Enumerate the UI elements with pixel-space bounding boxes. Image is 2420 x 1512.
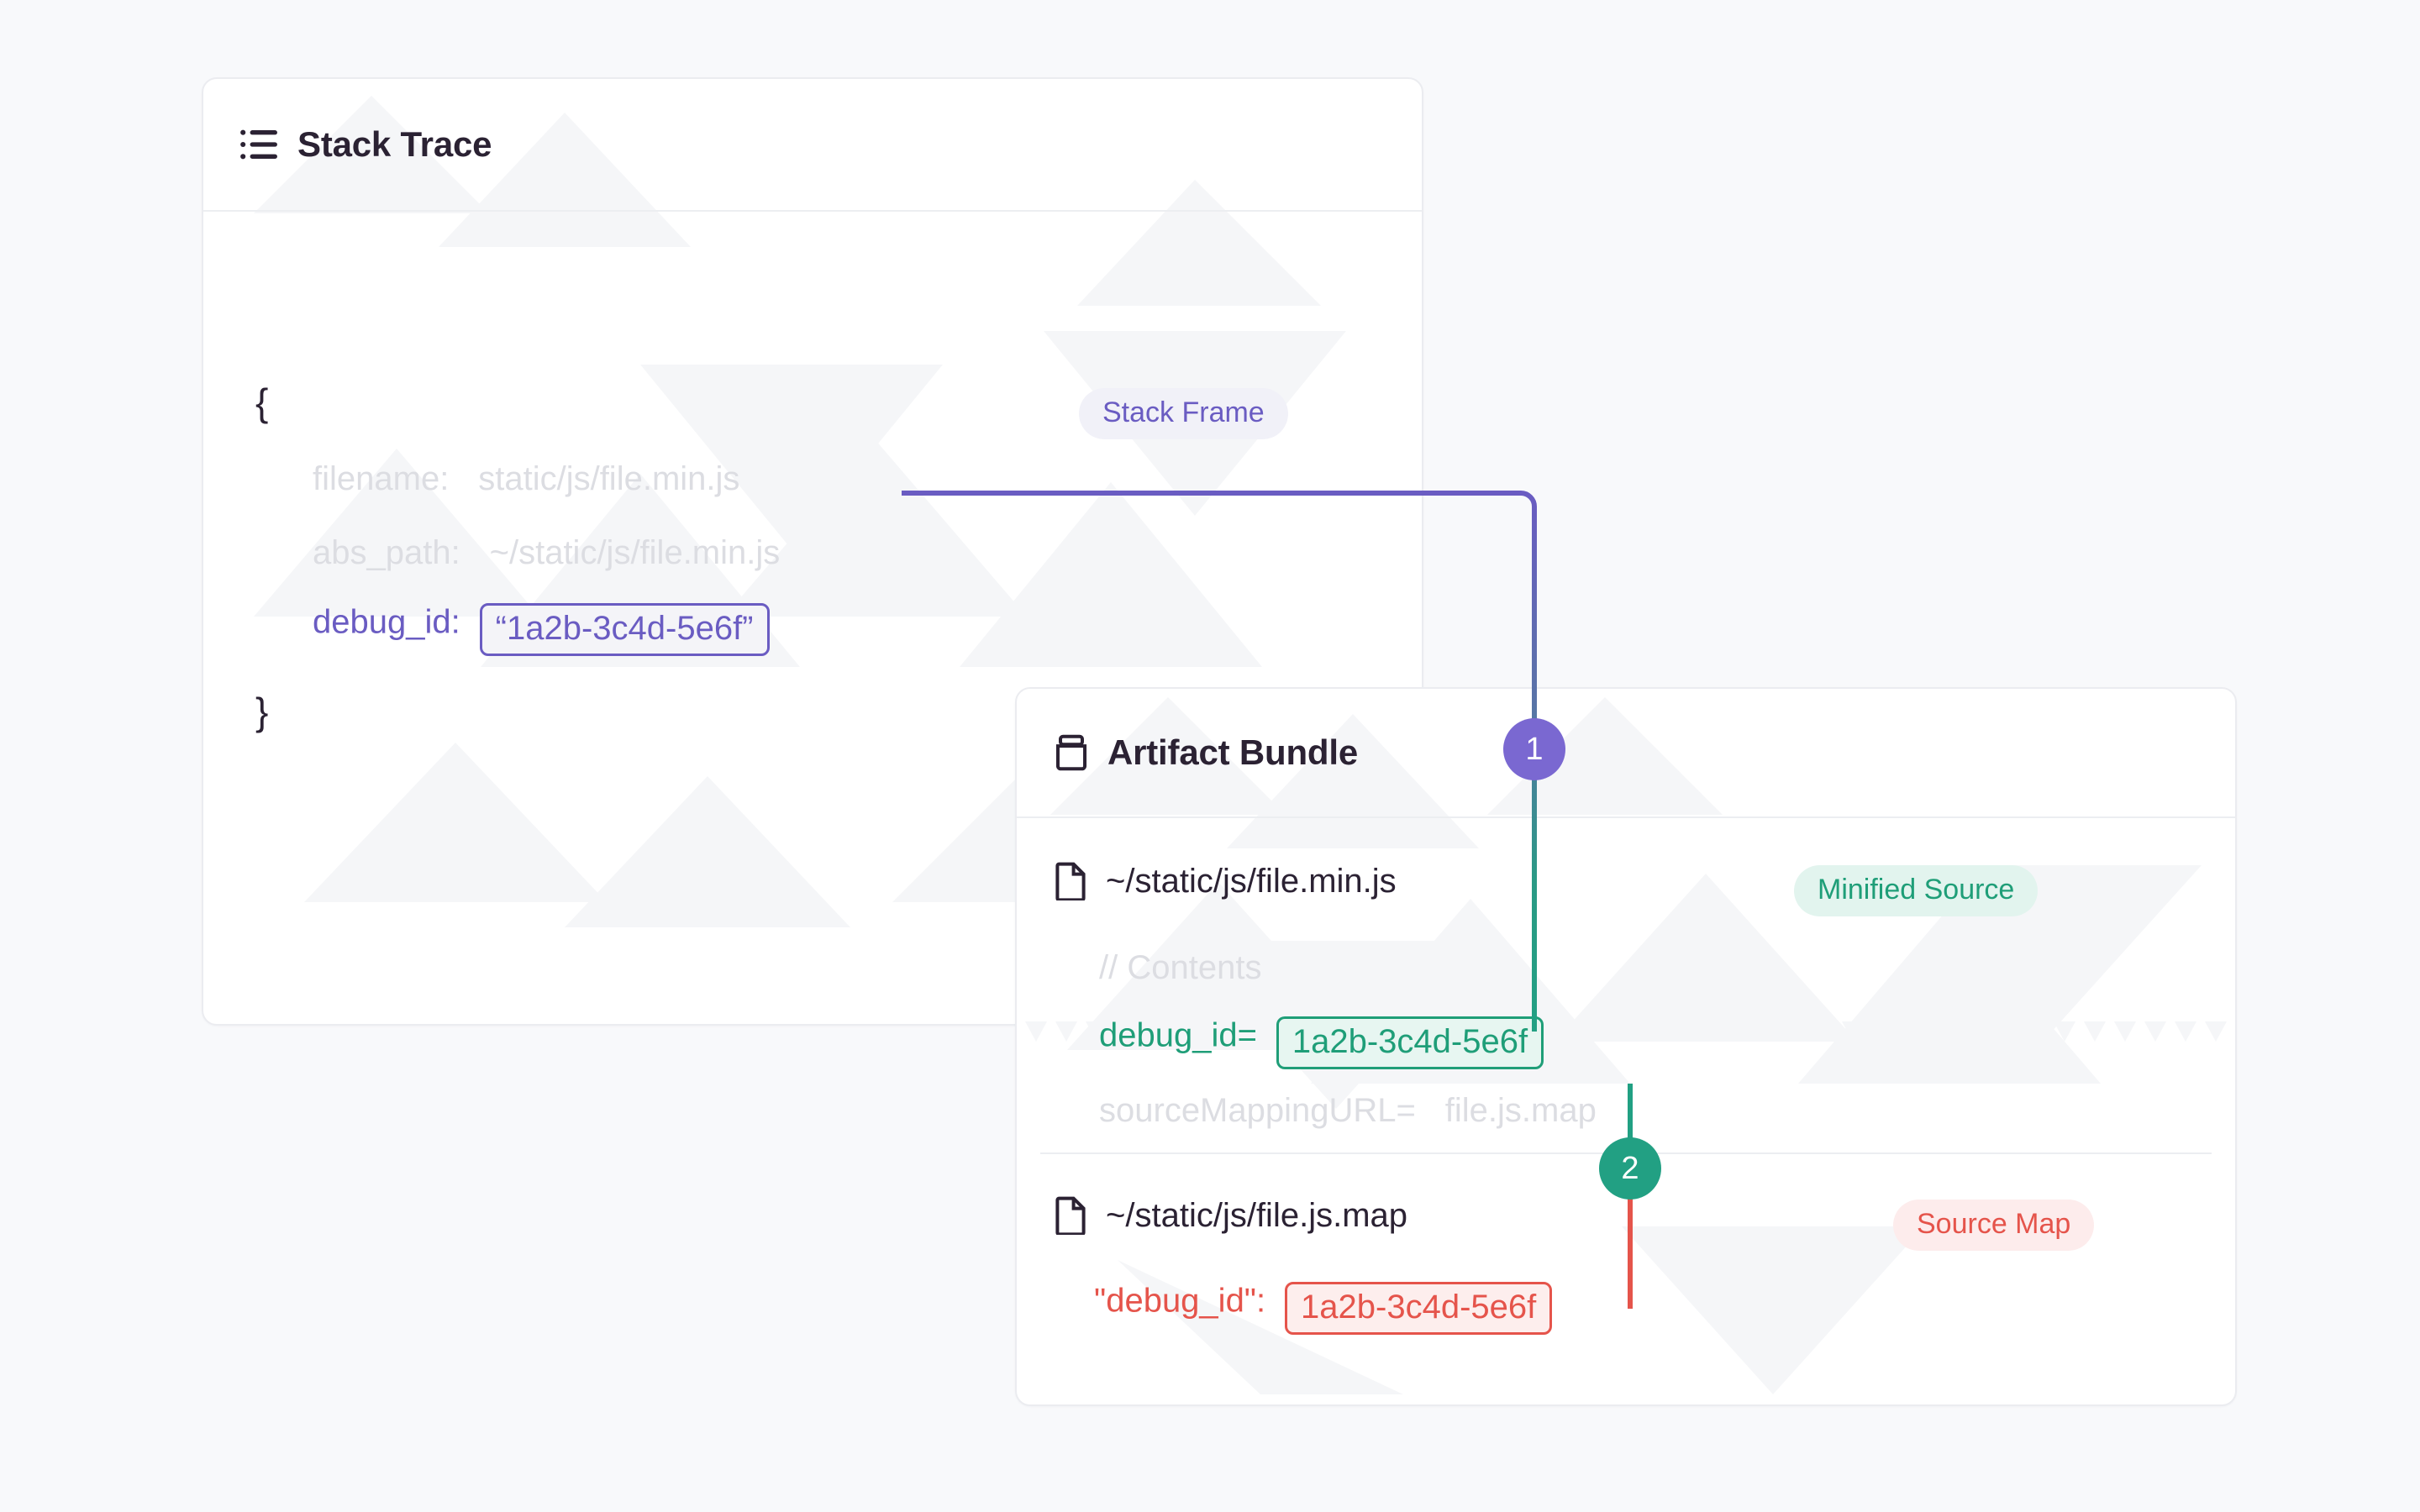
source-map-badge: Source Map (1893, 1200, 2095, 1251)
stack-trace-title: Stack Trace (297, 124, 492, 164)
minified-contents-comment: // Contents (1099, 949, 1262, 986)
minified-file-name: ~/static/js/file.min.js (1106, 862, 1397, 900)
field-abs-path-value: ~/static/js/file.min.js (489, 534, 781, 571)
artifact-bundle-header: Artifact Bundle (1017, 689, 2235, 818)
sourcemap-file-name: ~/static/js/file.js.map (1106, 1196, 1408, 1234)
list-icon (240, 128, 279, 161)
artifact-bundle-title: Artifact Bundle (1107, 732, 1359, 772)
field-debug-id: debug_id: “1a2b-3c4d-5e6f” (313, 603, 770, 656)
field-debug-id-key: debug_id: (313, 603, 460, 641)
step-badge-1-label: 1 (1525, 731, 1544, 767)
file-icon (1055, 1196, 1087, 1235)
field-filename-key: filename: (313, 460, 450, 497)
file-icon (1055, 862, 1087, 900)
minified-debug-id-line: debug_id= 1a2b-3c4d-5e6f (1099, 1016, 1544, 1069)
stack-frame-badge: Stack Frame (1079, 388, 1288, 439)
minified-source-badge: Minified Source (1794, 865, 2039, 916)
minified-sourcemapping-value: file.js.map (1444, 1092, 1597, 1129)
minified-debug-id-value[interactable]: 1a2b-3c4d-5e6f (1276, 1016, 1544, 1069)
step-badge-2[interactable]: 2 (1599, 1137, 1661, 1200)
step-badge-2-label: 2 (1621, 1150, 1639, 1186)
open-brace: { (255, 381, 269, 424)
stack-trace-header: Stack Trace (203, 79, 1422, 212)
minified-file-line: ~/static/js/file.min.js (1055, 862, 1397, 900)
minified-sourcemapping-line: sourceMappingURL= file.js.map (1099, 1092, 1597, 1130)
package-icon (1054, 734, 1089, 771)
sourcemap-file-line: ~/static/js/file.js.map (1055, 1196, 1407, 1235)
field-filename: filename: static/js/file.min.js (313, 460, 739, 498)
sourcemap-debug-id-key: "debug_id": (1094, 1282, 1266, 1320)
stack-trace-debug-id-value[interactable]: “1a2b-3c4d-5e6f” (479, 603, 770, 656)
sourcemap-debug-id-value[interactable]: 1a2b-3c4d-5e6f (1285, 1282, 1553, 1335)
field-abs-path-key: abs_path: (313, 534, 460, 571)
close-brace: } (255, 690, 269, 733)
minified-debug-id-key: debug_id= (1099, 1016, 1257, 1054)
artifact-bundle-card: Artifact Bundle ~/static/js/file.min.js … (1015, 687, 2237, 1406)
minified-sourcemapping-key: sourceMappingURL= (1099, 1092, 1416, 1129)
field-abs-path: abs_path: ~/static/js/file.min.js (313, 534, 780, 572)
step-badge-1[interactable]: 1 (1503, 718, 1565, 780)
field-filename-value: static/js/file.min.js (478, 460, 740, 497)
sourcemap-debug-id-line: "debug_id": 1a2b-3c4d-5e6f (1094, 1282, 1553, 1335)
